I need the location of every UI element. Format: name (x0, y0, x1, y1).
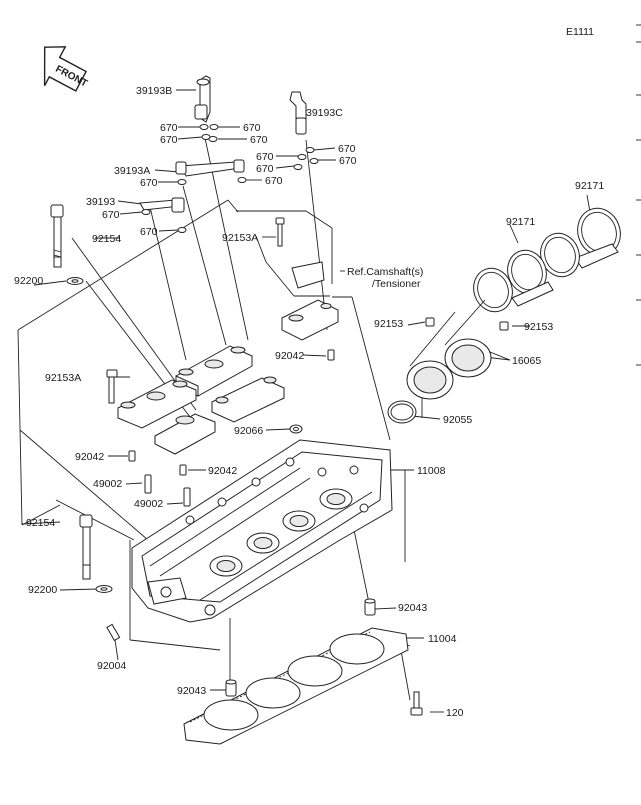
bolt-120[interactable] (410, 691, 423, 716)
head-gasket-11004[interactable] (183, 627, 409, 745)
camshaft-cap-upper[interactable] (281, 299, 339, 341)
ref-note-line1: Ref.Camshaft(s) (347, 266, 423, 278)
label-670-11: 670 (102, 209, 120, 221)
label-670-10: 670 (140, 177, 158, 189)
label-92066: 92066 (234, 425, 263, 437)
label-670-6: 670 (338, 143, 356, 155)
label-92171-top: 92171 (575, 180, 604, 192)
washer-92200-top[interactable] (66, 277, 84, 285)
label-92171-mid: 92171 (506, 216, 535, 228)
guide-49002-left[interactable] (144, 474, 152, 494)
label-670-1: 670 (160, 122, 178, 134)
label-92055: 92055 (443, 414, 472, 426)
diagram-code: E1111 (566, 26, 594, 38)
label-92042-left: 92042 (75, 451, 104, 463)
label-92153a-left: 92153A (45, 372, 81, 384)
o-rings-670[interactable] (141, 124, 319, 233)
label-92004: 92004 (97, 660, 126, 672)
clamp-92171-mid[interactable] (502, 245, 554, 307)
label-92042-mid: 92042 (275, 350, 304, 362)
bolt-92153a-top[interactable] (275, 217, 285, 247)
edge-marks (636, 24, 641, 366)
label-92042-right: 92042 (208, 465, 237, 477)
label-11008: 11008 (417, 465, 446, 477)
dowel-92043-left[interactable] (225, 679, 237, 697)
camshaft-cap-front-left[interactable] (117, 379, 197, 429)
label-39193a: 39193A (114, 165, 150, 177)
label-92153a-top: 92153A (222, 232, 258, 244)
label-92200-top: 92200 (14, 275, 43, 287)
label-670-12: 670 (140, 226, 158, 238)
label-39193c: 39193C (306, 107, 343, 119)
stud-92004[interactable] (106, 623, 121, 642)
label-670-8: 670 (339, 155, 357, 167)
label-670-9: 670 (265, 175, 283, 187)
label-39193b: 39193B (136, 85, 172, 97)
label-92153-right: 92153 (524, 321, 553, 333)
camshaft-cap-center[interactable] (154, 413, 216, 455)
part-labels: 39193B 39193C 39193A 39193 670 670 670 6… (14, 85, 604, 719)
seal-92066[interactable] (289, 424, 303, 434)
label-49002-left: 49002 (93, 478, 122, 490)
label-670-5: 670 (256, 151, 274, 163)
guide-49002-right[interactable] (183, 487, 191, 507)
bolt-92153-left[interactable] (425, 317, 435, 327)
label-16065: 16065 (512, 355, 541, 367)
oil-pipe-39193a[interactable] (175, 159, 245, 177)
label-670-7: 670 (256, 163, 274, 175)
label-670-4: 670 (250, 134, 268, 146)
label-11004: 11004 (428, 633, 457, 645)
label-92153-left: 92153 (374, 318, 403, 330)
front-arrow-icon: FRONT (43, 46, 89, 92)
washer-92200-low[interactable] (95, 585, 113, 593)
tensioner-bracket[interactable] (291, 261, 325, 289)
dowel-pin-92042-upper[interactable] (327, 349, 335, 361)
label-92043-left: 92043 (177, 685, 206, 697)
dowel-pin-92042-right[interactable] (179, 464, 187, 476)
throttle-body-16065[interactable] (406, 299, 492, 400)
label-670-2: 670 (160, 134, 178, 146)
leader-lines (17, 89, 591, 713)
label-39193: 39193 (86, 196, 115, 208)
oil-pipe-39193[interactable] (139, 197, 185, 213)
label-92154-low: 92154 (26, 517, 55, 529)
dowel-pin-92042-left[interactable] (128, 450, 136, 462)
ref-note-line2: /Tensioner (372, 278, 421, 290)
label-92154-top: 92154 (92, 233, 121, 245)
bolt-92153a-left[interactable] (106, 369, 118, 404)
bolt-92153-right[interactable] (499, 321, 509, 331)
oil-pipe-39193b[interactable] (194, 75, 211, 123)
label-120: 120 (446, 707, 464, 719)
label-49002-right: 49002 (134, 498, 163, 510)
o-ring-92055[interactable] (387, 400, 417, 424)
clamp-92171-left[interactable] (468, 263, 519, 317)
camshaft-cap-front-right[interactable] (211, 376, 285, 423)
dowel-92043-right[interactable] (364, 598, 376, 616)
oil-pipe-39193c[interactable] (289, 91, 307, 135)
clamp-92171-right[interactable] (571, 202, 627, 269)
label-670-3: 670 (243, 122, 261, 134)
cylinder-head-11008[interactable] (131, 439, 393, 623)
bolt-92154-low[interactable] (79, 514, 93, 580)
label-92043-right: 92043 (398, 602, 427, 614)
label-92200-low: 92200 (28, 584, 57, 596)
bolt-92154-top[interactable] (50, 204, 64, 268)
